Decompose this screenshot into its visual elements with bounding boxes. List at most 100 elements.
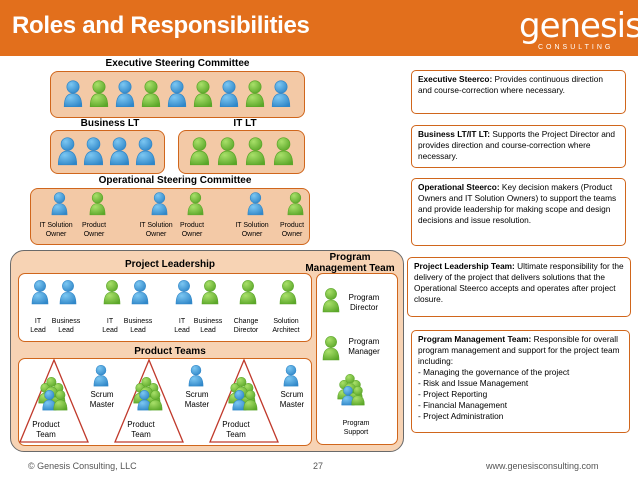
person-icon xyxy=(58,279,78,310)
person-icon xyxy=(108,136,131,171)
leadership-role-label: IT Lead xyxy=(88,317,132,335)
person-icon xyxy=(286,191,305,221)
leadership-role-label: IT Lead xyxy=(16,317,60,335)
leadership-role-label-line1: IT xyxy=(34,318,42,325)
group-icon xyxy=(227,376,261,414)
it-lt-label: IT LT xyxy=(233,118,257,129)
product-team-label-line2: Team xyxy=(226,430,246,439)
ops-role-label-line1: IT Solution xyxy=(139,222,173,229)
product-team-label-line2: Team xyxy=(131,430,151,439)
person-icon xyxy=(56,136,79,171)
person-icon xyxy=(244,79,266,113)
leadership-role-label-line2: Lead xyxy=(200,327,216,334)
person-icon xyxy=(272,136,295,171)
info-pmt-list: Managing the governance of the project R… xyxy=(418,367,623,422)
person-icon xyxy=(140,79,162,113)
ops-role-label-line1: IT Solution xyxy=(39,222,73,229)
ops-role-label-line2: Owner xyxy=(241,231,263,238)
ops-role-label-line2: Owner xyxy=(45,231,67,238)
person-icon xyxy=(218,79,240,113)
person-icon xyxy=(114,79,136,113)
leadership-role-label-line2: Lead xyxy=(58,327,74,334)
info-ops-term: Operational Steerco: xyxy=(418,182,500,192)
person-icon xyxy=(238,279,258,310)
info-exec-steerco: Executive Steerco: Provides continuous d… xyxy=(411,70,626,114)
leadership-role-label-line1: IT xyxy=(178,318,186,325)
info-pmt-text: Responsible for overall program manageme… xyxy=(418,334,620,366)
company-logo-subtitle: CONSULTING xyxy=(538,44,614,51)
leadership-role-label-line1: Business xyxy=(51,318,81,325)
info-ops-steerco: Operational Steerco: Key decision makers… xyxy=(411,178,626,246)
person-icon xyxy=(150,191,169,221)
info-exec-term: Executive Steerco: xyxy=(418,74,493,84)
person-icon xyxy=(321,287,341,318)
info-program-management: Program Management Team: Responsible for… xyxy=(411,330,630,433)
pmt-label-line1: Program xyxy=(329,252,371,263)
leadership-role-label-line2: Director xyxy=(233,327,259,334)
leadership-role-label-line1: Business xyxy=(193,318,223,325)
person-icon xyxy=(166,79,188,113)
ops-role-label-line1: Product xyxy=(179,222,205,229)
footer-page-number: 27 xyxy=(313,461,324,471)
ops-role-label-line1: Product xyxy=(81,222,107,229)
person-icon xyxy=(92,364,110,392)
program-support-label-line1: Program xyxy=(342,420,370,427)
leadership-role-label-line2: Lead xyxy=(102,327,118,334)
leadership-role-label-line1: Solution xyxy=(273,318,299,325)
leadership-role-label-line1: Business xyxy=(123,318,153,325)
product-team-label-line1: Product xyxy=(127,420,155,429)
ops-role-label-line2: Owner xyxy=(145,231,167,238)
scrum-master-label-line1: Scrum xyxy=(280,390,304,399)
info-biz-text: Supports the Project Director and provid… xyxy=(418,129,616,161)
info-pmt-item: Project Administration xyxy=(418,411,623,422)
leadership-role-label-line2: Lead xyxy=(30,327,46,334)
team-triangle xyxy=(19,358,89,443)
leadership-role-label-line1: IT xyxy=(106,318,114,325)
info-pmt-term: Program Management Team: xyxy=(418,334,532,344)
info-pmt-item: Project Reporting xyxy=(418,389,623,400)
person-icon xyxy=(174,279,194,310)
person-icon xyxy=(187,364,205,392)
group-icon xyxy=(132,376,166,414)
person-icon xyxy=(30,279,50,310)
person-icon xyxy=(216,136,239,171)
ops-role-label-line2: Owner xyxy=(281,231,303,238)
person-icon xyxy=(50,191,69,221)
program-support-label-line2: Support xyxy=(343,429,369,436)
team-triangle xyxy=(114,358,184,443)
product-team-label-line1: Product xyxy=(222,420,250,429)
program-manager-label-line2: Manager xyxy=(348,347,380,356)
product-team-label-line2: Team xyxy=(36,430,56,439)
program-manager-label-line1: Program xyxy=(348,337,380,346)
person-icon xyxy=(134,136,157,171)
leadership-role-label-line1: Change xyxy=(233,318,259,325)
ops-role-label-line2: Owner xyxy=(83,231,105,238)
person-icon xyxy=(278,279,298,310)
person-icon xyxy=(321,335,341,366)
program-director-label-line2: Director xyxy=(349,303,378,312)
pmt-label-line2: Management Team xyxy=(305,263,395,274)
info-plt-term: Project Leadership Team: xyxy=(414,261,515,271)
person-icon xyxy=(130,279,150,310)
business-lt-label: Business LT xyxy=(80,118,140,129)
leadership-role-label-line2: Lead xyxy=(130,327,146,334)
ops-role-label-line1: Product xyxy=(279,222,305,229)
person-icon xyxy=(270,79,292,113)
person-icon xyxy=(88,79,110,113)
